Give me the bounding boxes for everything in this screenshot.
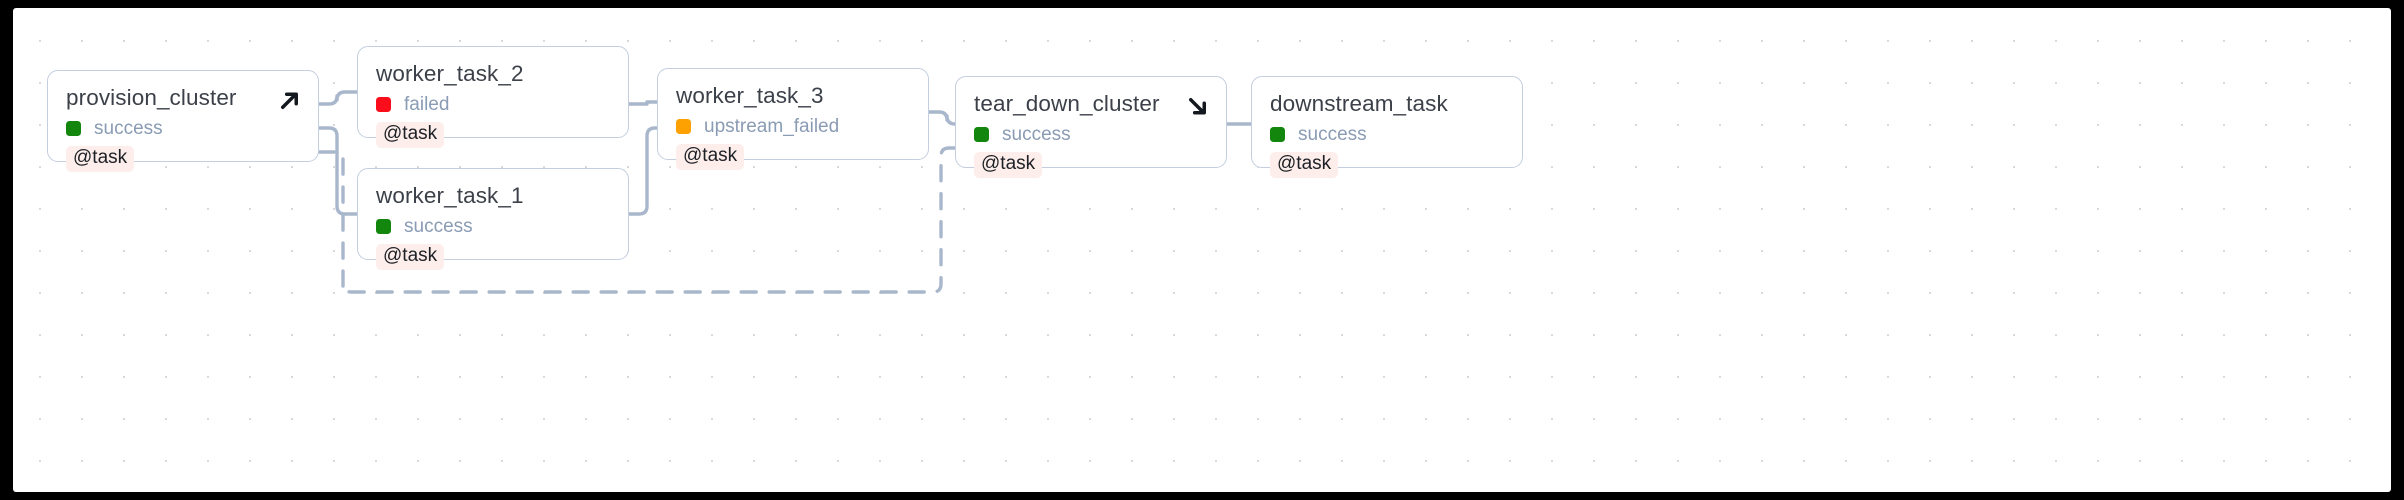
status-swatch-success	[66, 121, 81, 137]
edge-worker-task-2-to-worker-task-3	[627, 100, 659, 106]
task-node-title: worker_task_3	[676, 83, 824, 108]
task-node-worker-task-2[interactable]: worker_task_2 failed @task	[357, 46, 629, 148]
task-node-status: success	[974, 124, 1208, 145]
edge-provision-cluster-to-tear-down-cluster	[317, 146, 957, 294]
task-node-title: provision_cluster	[66, 85, 237, 110]
task-node-badge-row: @task	[974, 152, 1208, 178]
edge-layer	[317, 90, 1253, 294]
status-swatch-success	[974, 127, 989, 143]
task-node-status: success	[66, 118, 300, 139]
task-node-status: success	[1270, 124, 1504, 145]
task-node-badge-row: @task	[66, 146, 300, 172]
task-decorator-badge: @task	[676, 144, 745, 170]
status-label: success	[1298, 124, 1367, 146]
status-swatch-failed	[376, 97, 391, 113]
task-node-badge-row: @task	[1270, 152, 1504, 178]
task-decorator-badge: @task	[66, 146, 135, 172]
arrow-down-right-icon	[1189, 98, 1206, 115]
edge-worker-task-1-to-worker-task-3	[627, 126, 659, 216]
task-decorator-badge: @task	[974, 152, 1043, 178]
status-label: upstream_failed	[704, 116, 840, 138]
arrow-up-right-icon	[281, 92, 298, 109]
task-node-worker-task-1[interactable]: worker_task_1 success @task	[357, 168, 629, 270]
task-node-badge-row: @task	[676, 144, 910, 170]
task-node-status: success	[376, 216, 610, 237]
task-decorator-badge: @task	[376, 244, 445, 270]
status-swatch-success	[376, 219, 391, 235]
dag-graph-canvas[interactable]: provision_cluster success @task worker_t…	[13, 8, 2391, 492]
task-decorator-badge: @task	[376, 122, 445, 148]
task-node-status: upstream_failed	[676, 116, 910, 137]
task-node-worker-task-3[interactable]: worker_task_3 upstream_failed @task	[657, 68, 929, 170]
edge-provision-cluster-to-worker-task-2	[317, 90, 359, 106]
task-node-status: failed	[376, 94, 610, 115]
status-swatch-success	[1270, 127, 1285, 143]
task-node-title: tear_down_cluster	[974, 91, 1160, 116]
task-node-title: downstream_task	[1270, 91, 1448, 116]
task-node-badge-row: @task	[376, 122, 610, 148]
task-node-downstream-task[interactable]: downstream_task success @task	[1251, 76, 1523, 178]
status-label: success	[94, 118, 163, 140]
task-node-tear-down-cluster[interactable]: tear_down_cluster success @task	[955, 76, 1227, 178]
status-label: success	[1002, 124, 1071, 146]
task-decorator-badge: @task	[1270, 152, 1339, 178]
task-node-badge-row: @task	[376, 244, 610, 270]
status-label: success	[404, 216, 473, 238]
edge-provision-cluster-to-worker-task-1	[317, 126, 359, 216]
task-node-title: worker_task_2	[376, 61, 524, 86]
status-swatch-upstream-failed	[676, 119, 691, 135]
edge-worker-task-3-to-tear-down-cluster	[927, 110, 957, 126]
task-node-title: worker_task_1	[376, 183, 524, 208]
task-node-provision-cluster[interactable]: provision_cluster success @task	[47, 70, 319, 172]
status-label: failed	[404, 94, 450, 116]
